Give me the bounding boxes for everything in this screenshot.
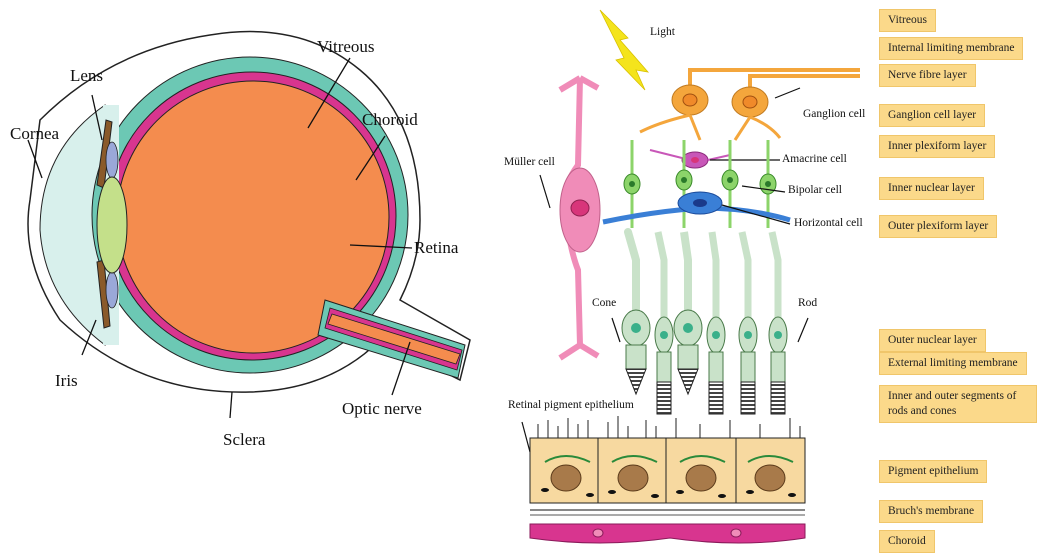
muller-cell bbox=[540, 78, 600, 358]
layer-outer-nuclear: Outer nuclear layer bbox=[879, 329, 986, 352]
ganglion-cells bbox=[640, 70, 860, 140]
layer-choroid: Choroid bbox=[879, 530, 935, 553]
cone-1 bbox=[622, 232, 650, 394]
label-muller-cell: Müller cell bbox=[504, 156, 555, 168]
choroid-strip bbox=[530, 524, 805, 543]
rod-3 bbox=[739, 232, 757, 414]
layer-bruchs-membrane: Bruch's membrane bbox=[879, 500, 983, 523]
label-choroid: Choroid bbox=[362, 110, 418, 130]
layer-nerve-fibre: Nerve fibre layer bbox=[879, 64, 976, 87]
bruchs-membrane bbox=[530, 510, 805, 515]
label-bipolar-cell: Bipolar cell bbox=[788, 184, 842, 196]
layer-pigment-epithelium: Pigment epithelium bbox=[879, 460, 987, 483]
label-sclera: Sclera bbox=[223, 430, 265, 450]
photoreceptors bbox=[612, 232, 808, 414]
label-retina: Retina bbox=[414, 238, 458, 258]
label-rpe: Retinal pigment epithelium bbox=[508, 399, 634, 411]
layer-internal-limiting-membrane: Internal limiting membrane bbox=[879, 37, 1023, 60]
lens bbox=[97, 177, 127, 273]
label-optic-nerve: Optic nerve bbox=[342, 399, 422, 419]
lightning-icon bbox=[600, 10, 648, 90]
rod-1 bbox=[655, 232, 673, 414]
amacrine-cell bbox=[650, 150, 780, 168]
label-light: Light bbox=[650, 26, 675, 38]
layer-outer-plexiform: Outer plexiform layer bbox=[879, 215, 997, 238]
label-rod: Rod bbox=[798, 297, 817, 309]
label-lens: Lens bbox=[70, 66, 103, 86]
eye-cross-section bbox=[28, 32, 470, 418]
label-cone: Cone bbox=[592, 297, 616, 309]
retina-cells bbox=[522, 10, 860, 543]
layer-vitreous: Vitreous bbox=[879, 9, 936, 32]
rpe-layer bbox=[522, 416, 805, 503]
label-horizontal-cell: Horizontal cell bbox=[794, 217, 863, 229]
label-vitreous: Vitreous bbox=[317, 37, 375, 57]
label-cornea: Cornea bbox=[10, 124, 59, 144]
layer-inner-outer-segments: Inner and outer segments of rods and con… bbox=[879, 385, 1037, 423]
label-amacrine-cell: Amacrine cell bbox=[782, 153, 847, 165]
layer-external-limiting-membrane: External limiting membrane bbox=[879, 352, 1027, 375]
rod-4 bbox=[769, 232, 787, 414]
layer-inner-nuclear: Inner nuclear layer bbox=[879, 177, 984, 200]
label-ganglion-cell: Ganglion cell bbox=[803, 108, 865, 120]
label-iris: Iris bbox=[55, 371, 78, 391]
cone-2 bbox=[674, 232, 702, 394]
rod-2 bbox=[707, 232, 725, 414]
layer-ganglion-cell: Ganglion cell layer bbox=[879, 104, 985, 127]
layer-inner-plexiform: Inner plexiform layer bbox=[879, 135, 995, 158]
